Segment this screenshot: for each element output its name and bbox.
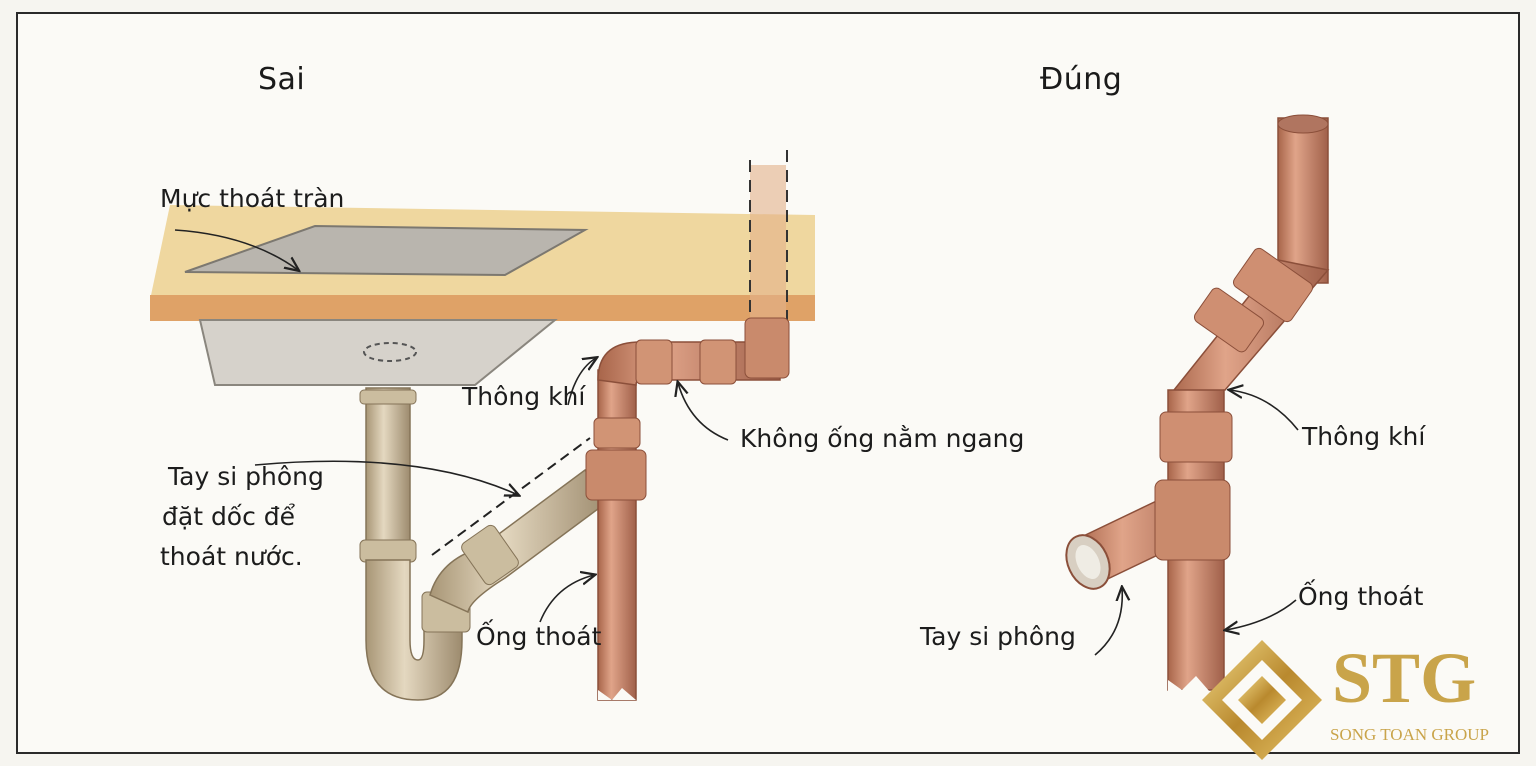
label-trap-arm-1: Tay si phông bbox=[168, 458, 324, 496]
label-no-horizontal: Không ống nằm ngang bbox=[740, 420, 1024, 458]
label-overflow: Mực thoát tràn bbox=[160, 180, 344, 218]
label-vent-right: Thông khí bbox=[1302, 418, 1425, 456]
wall-section bbox=[750, 165, 786, 325]
label-drain-right: Ống thoát bbox=[1298, 578, 1423, 616]
label-vent-wrong: Thông khí bbox=[462, 378, 585, 416]
label-drain-wrong: Ống thoát bbox=[476, 618, 601, 656]
logo-name: STG bbox=[1332, 638, 1476, 718]
heading-wrong: Sai bbox=[258, 62, 305, 97]
logo-tagline: SONG TOAN GROUP bbox=[1330, 724, 1489, 746]
heading-right: Đúng bbox=[1040, 62, 1122, 97]
label-trap-arm-right: Tay si phông bbox=[920, 618, 1076, 656]
copper-assembly-right bbox=[1058, 115, 1328, 692]
label-trap-arm-3: thoát nước. bbox=[160, 538, 303, 576]
label-trap-arm-2: đặt dốc để bbox=[162, 498, 295, 536]
copper-vent-drain bbox=[586, 318, 789, 700]
